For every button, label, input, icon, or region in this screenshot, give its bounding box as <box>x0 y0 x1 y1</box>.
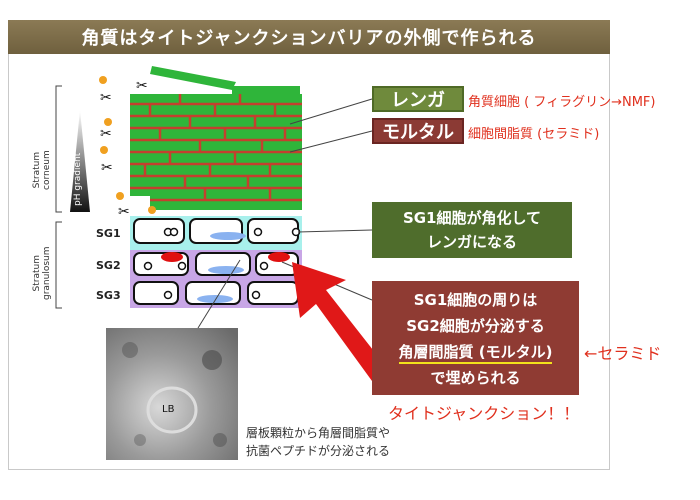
sg1-keratinize-box: SG1細胞が角化して レンガになる <box>372 202 572 258</box>
protease-markers <box>99 76 156 214</box>
mortar-lines <box>130 94 302 202</box>
sg1-label: SG1 <box>96 227 121 240</box>
shedding-flake <box>150 66 236 90</box>
renga-note: 角質細胞 ( フィラグリン→NMF) <box>468 95 656 110</box>
mortar-tag: モルタル <box>372 118 464 144</box>
cell-organelles <box>143 227 301 300</box>
nuclei-blue <box>197 232 246 303</box>
box-brown-line4: で埋められる <box>430 369 521 387</box>
box-brown-line3: 角層間脂質 (モルタル) <box>398 342 553 364</box>
layer-brackets <box>55 85 62 309</box>
box-green-line1: SG1細胞が角化して <box>402 209 542 227</box>
box-green-line2: レンガになる <box>426 233 517 251</box>
micrograph-caption: 層板顆粒から角層間脂質や 抗菌ペプチドが分泌される <box>246 426 391 458</box>
granulosum-cells <box>133 218 299 305</box>
micrograph-texture <box>122 342 227 447</box>
renga-tag: レンガ <box>372 86 464 112</box>
scissors-icon: ✂ <box>100 126 112 142</box>
ph-gradient-triangle <box>70 110 90 212</box>
mortar-explanation-box: SG1細胞の周りは SG2細胞が分泌する 角層間脂質 (モルタル) で埋められる <box>372 281 579 395</box>
scissors-icon: ✂ <box>136 78 148 94</box>
ceramide-arrow-note: ←セラミド <box>584 344 662 363</box>
lb-label: LB <box>162 404 175 415</box>
tight-junction-markers <box>161 252 290 262</box>
brick-wall <box>130 94 302 210</box>
scissors-icon: ✂ <box>100 90 112 106</box>
page-title: 角質はタイトジャンクションバリアの外側で作られる <box>8 20 610 54</box>
tight-junction-note: タイトジャンクション！！ <box>388 404 580 423</box>
scissors-icons: ✂ ✂ ✂ ✂ ✂ <box>100 78 148 220</box>
box-brown-line2: SG2細胞が分泌する <box>406 317 545 335</box>
tight-junction-arrow <box>292 262 398 392</box>
box-brown-line1: SG1細胞の周りは <box>413 291 538 309</box>
scissors-icon: ✂ <box>118 204 130 220</box>
mortar-note: 細胞間脂質 (セラミド) <box>468 127 600 142</box>
sg3-label: SG3 <box>96 289 121 302</box>
stratum-granulosum-label: Stratum granulosum <box>32 246 52 300</box>
ph-gradient-label: pH gradient <box>73 152 83 206</box>
stratum-corneum-label: Stratum corneum <box>32 150 52 190</box>
scissors-icon: ✂ <box>101 160 113 176</box>
sg2-label: SG2 <box>96 259 121 272</box>
top-brick <box>232 86 300 94</box>
